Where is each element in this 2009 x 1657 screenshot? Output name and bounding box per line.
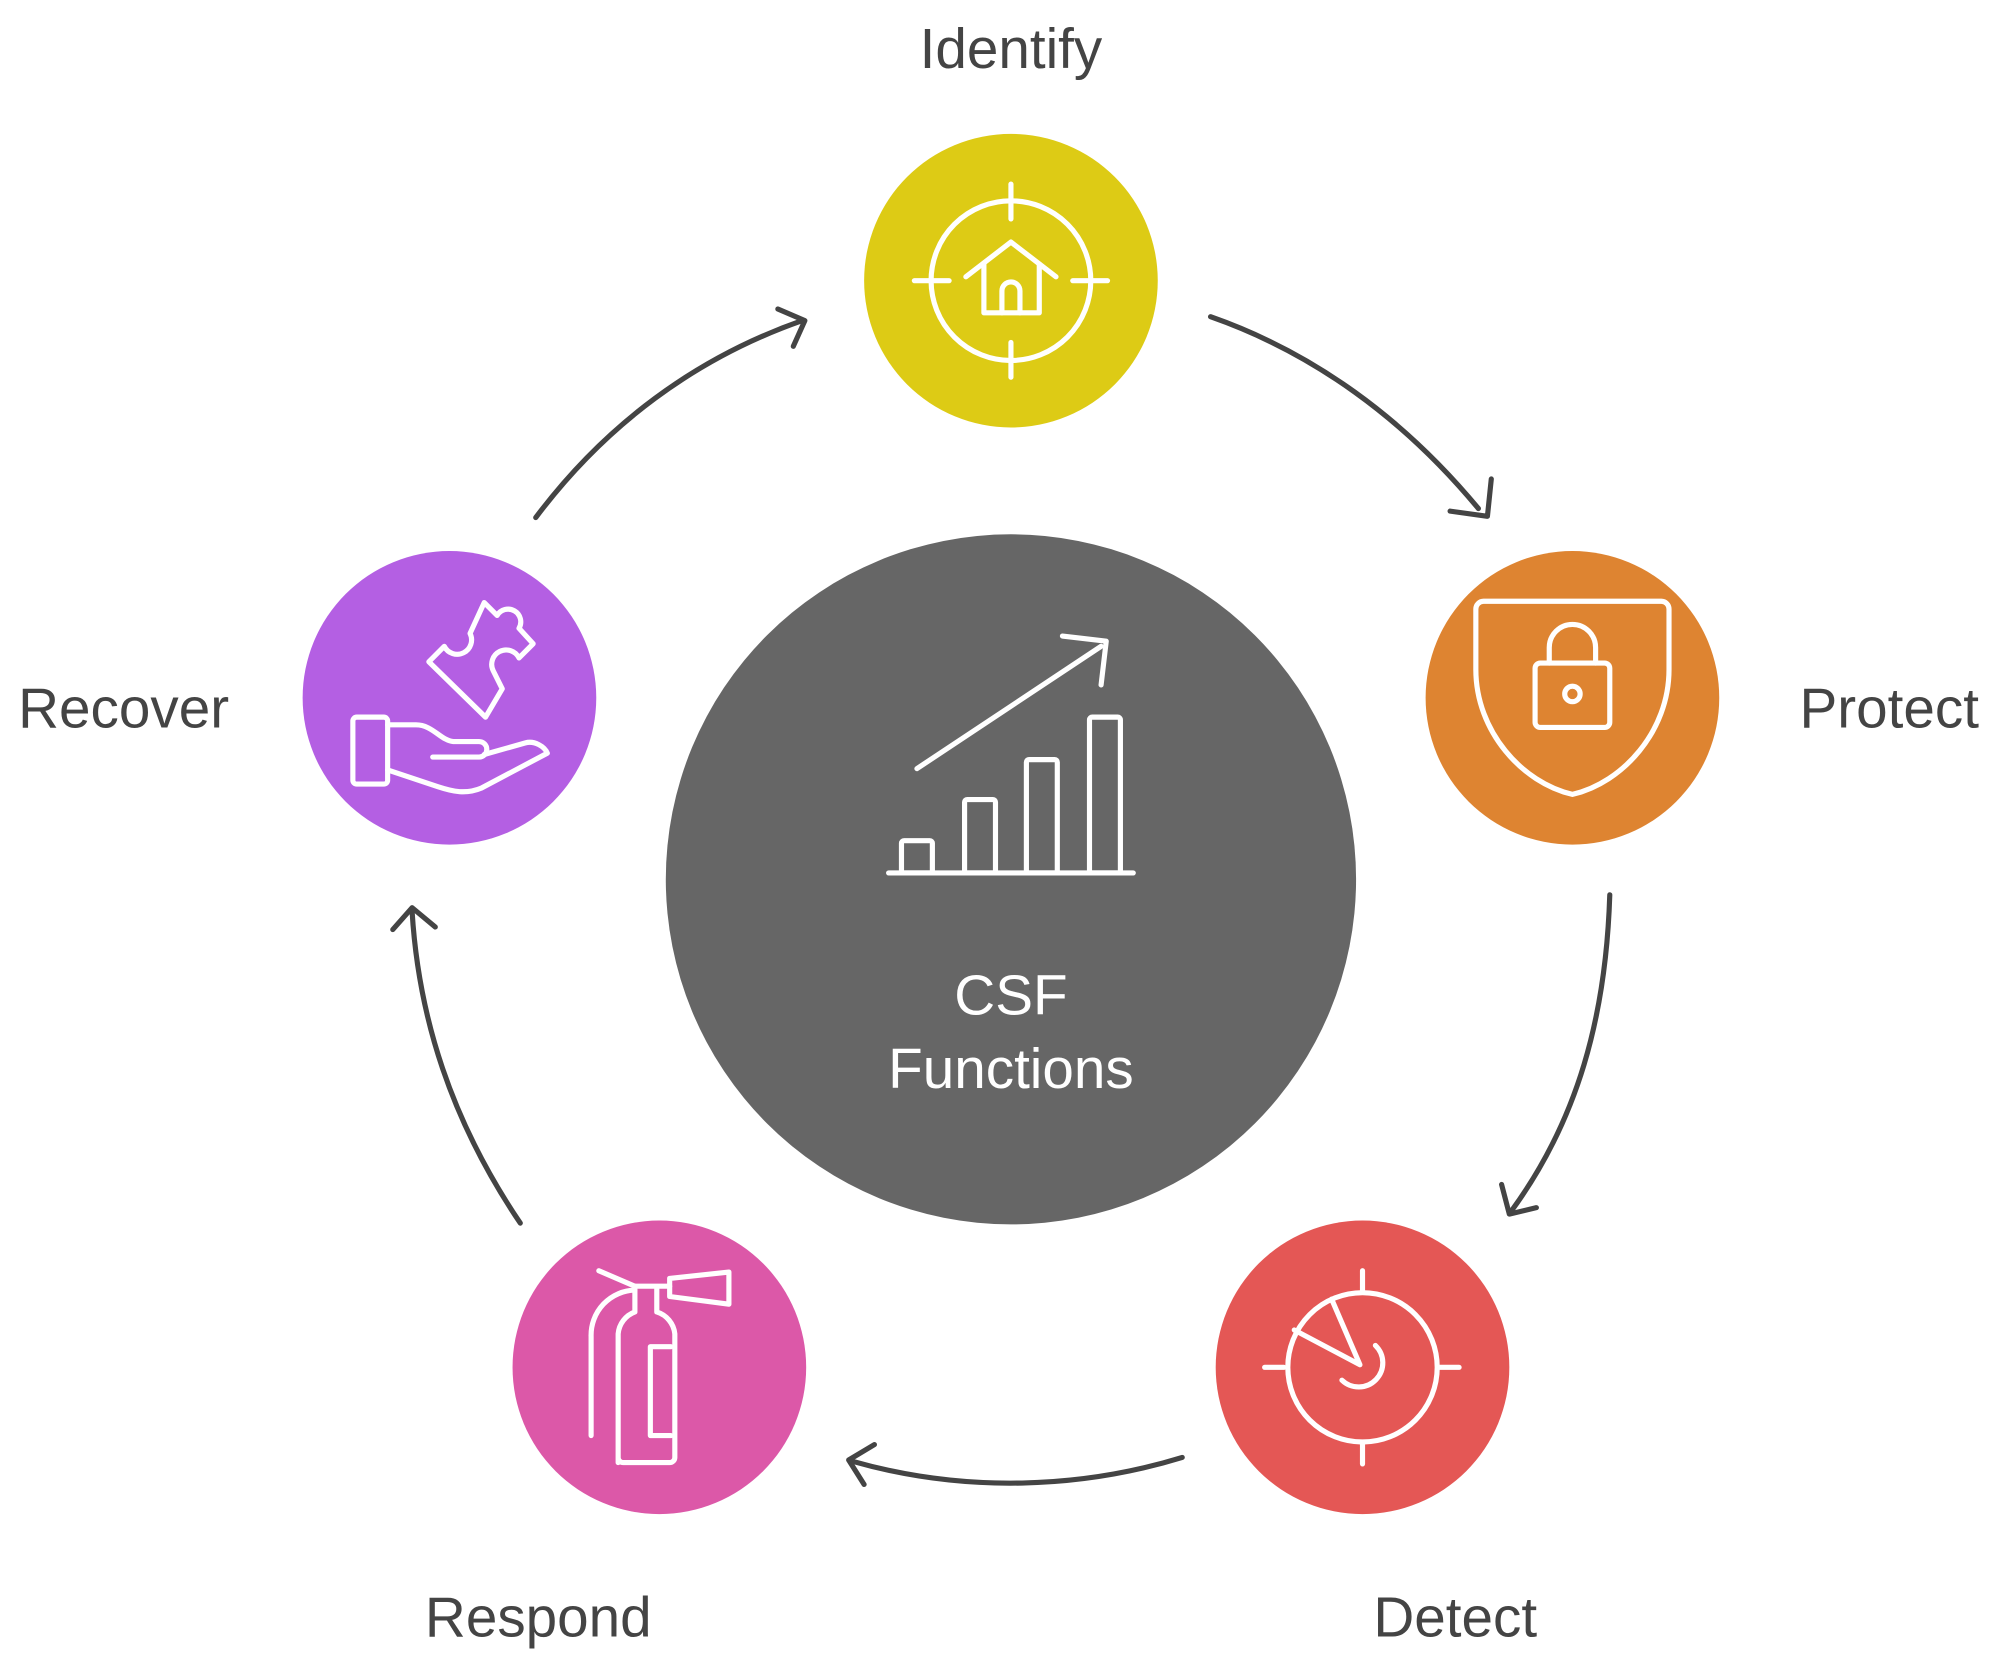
- center-title-line2: Functions: [888, 1038, 1134, 1101]
- target-home-icon: [911, 181, 1111, 380]
- bar-chart-growth-icon: [886, 633, 1136, 876]
- label-identify: Identify: [920, 18, 1103, 81]
- center-node: CSF Functions: [665, 534, 1357, 1225]
- protect-circle: [1425, 551, 1720, 845]
- node-respond: Respond: [425, 1220, 807, 1649]
- label-respond: Respond: [425, 1586, 652, 1649]
- label-detect: Detect: [1373, 1586, 1537, 1649]
- fire-extinguisher-icon: [588, 1268, 732, 1466]
- radar-icon: [1262, 1268, 1462, 1467]
- arrow-detect-to-respond: [846, 1441, 1185, 1488]
- node-protect: Protect: [1425, 551, 1980, 845]
- node-identify: Identify: [864, 18, 1158, 428]
- respond-circle: [512, 1220, 807, 1515]
- label-recover: Recover: [18, 677, 229, 740]
- shield-lock-icon: [1473, 598, 1672, 797]
- node-recover: Recover: [18, 551, 597, 845]
- center-title-line1: CSF: [954, 965, 1067, 1028]
- arrow-respond-to-recover: [390, 905, 523, 1226]
- arrow-protect-to-detect: [1499, 892, 1613, 1217]
- arrow-identify-to-protect: [1207, 314, 1494, 519]
- label-protect: Protect: [1800, 677, 1980, 740]
- arrow-recover-to-identify: [533, 306, 808, 521]
- node-detect: Detect: [1215, 1220, 1537, 1649]
- center-circle: [665, 534, 1357, 1225]
- detect-circle: [1215, 1220, 1510, 1515]
- recover-circle: [302, 551, 597, 845]
- cycle-arrows: [390, 306, 1613, 1488]
- hand-puzzle-icon: [350, 599, 550, 795]
